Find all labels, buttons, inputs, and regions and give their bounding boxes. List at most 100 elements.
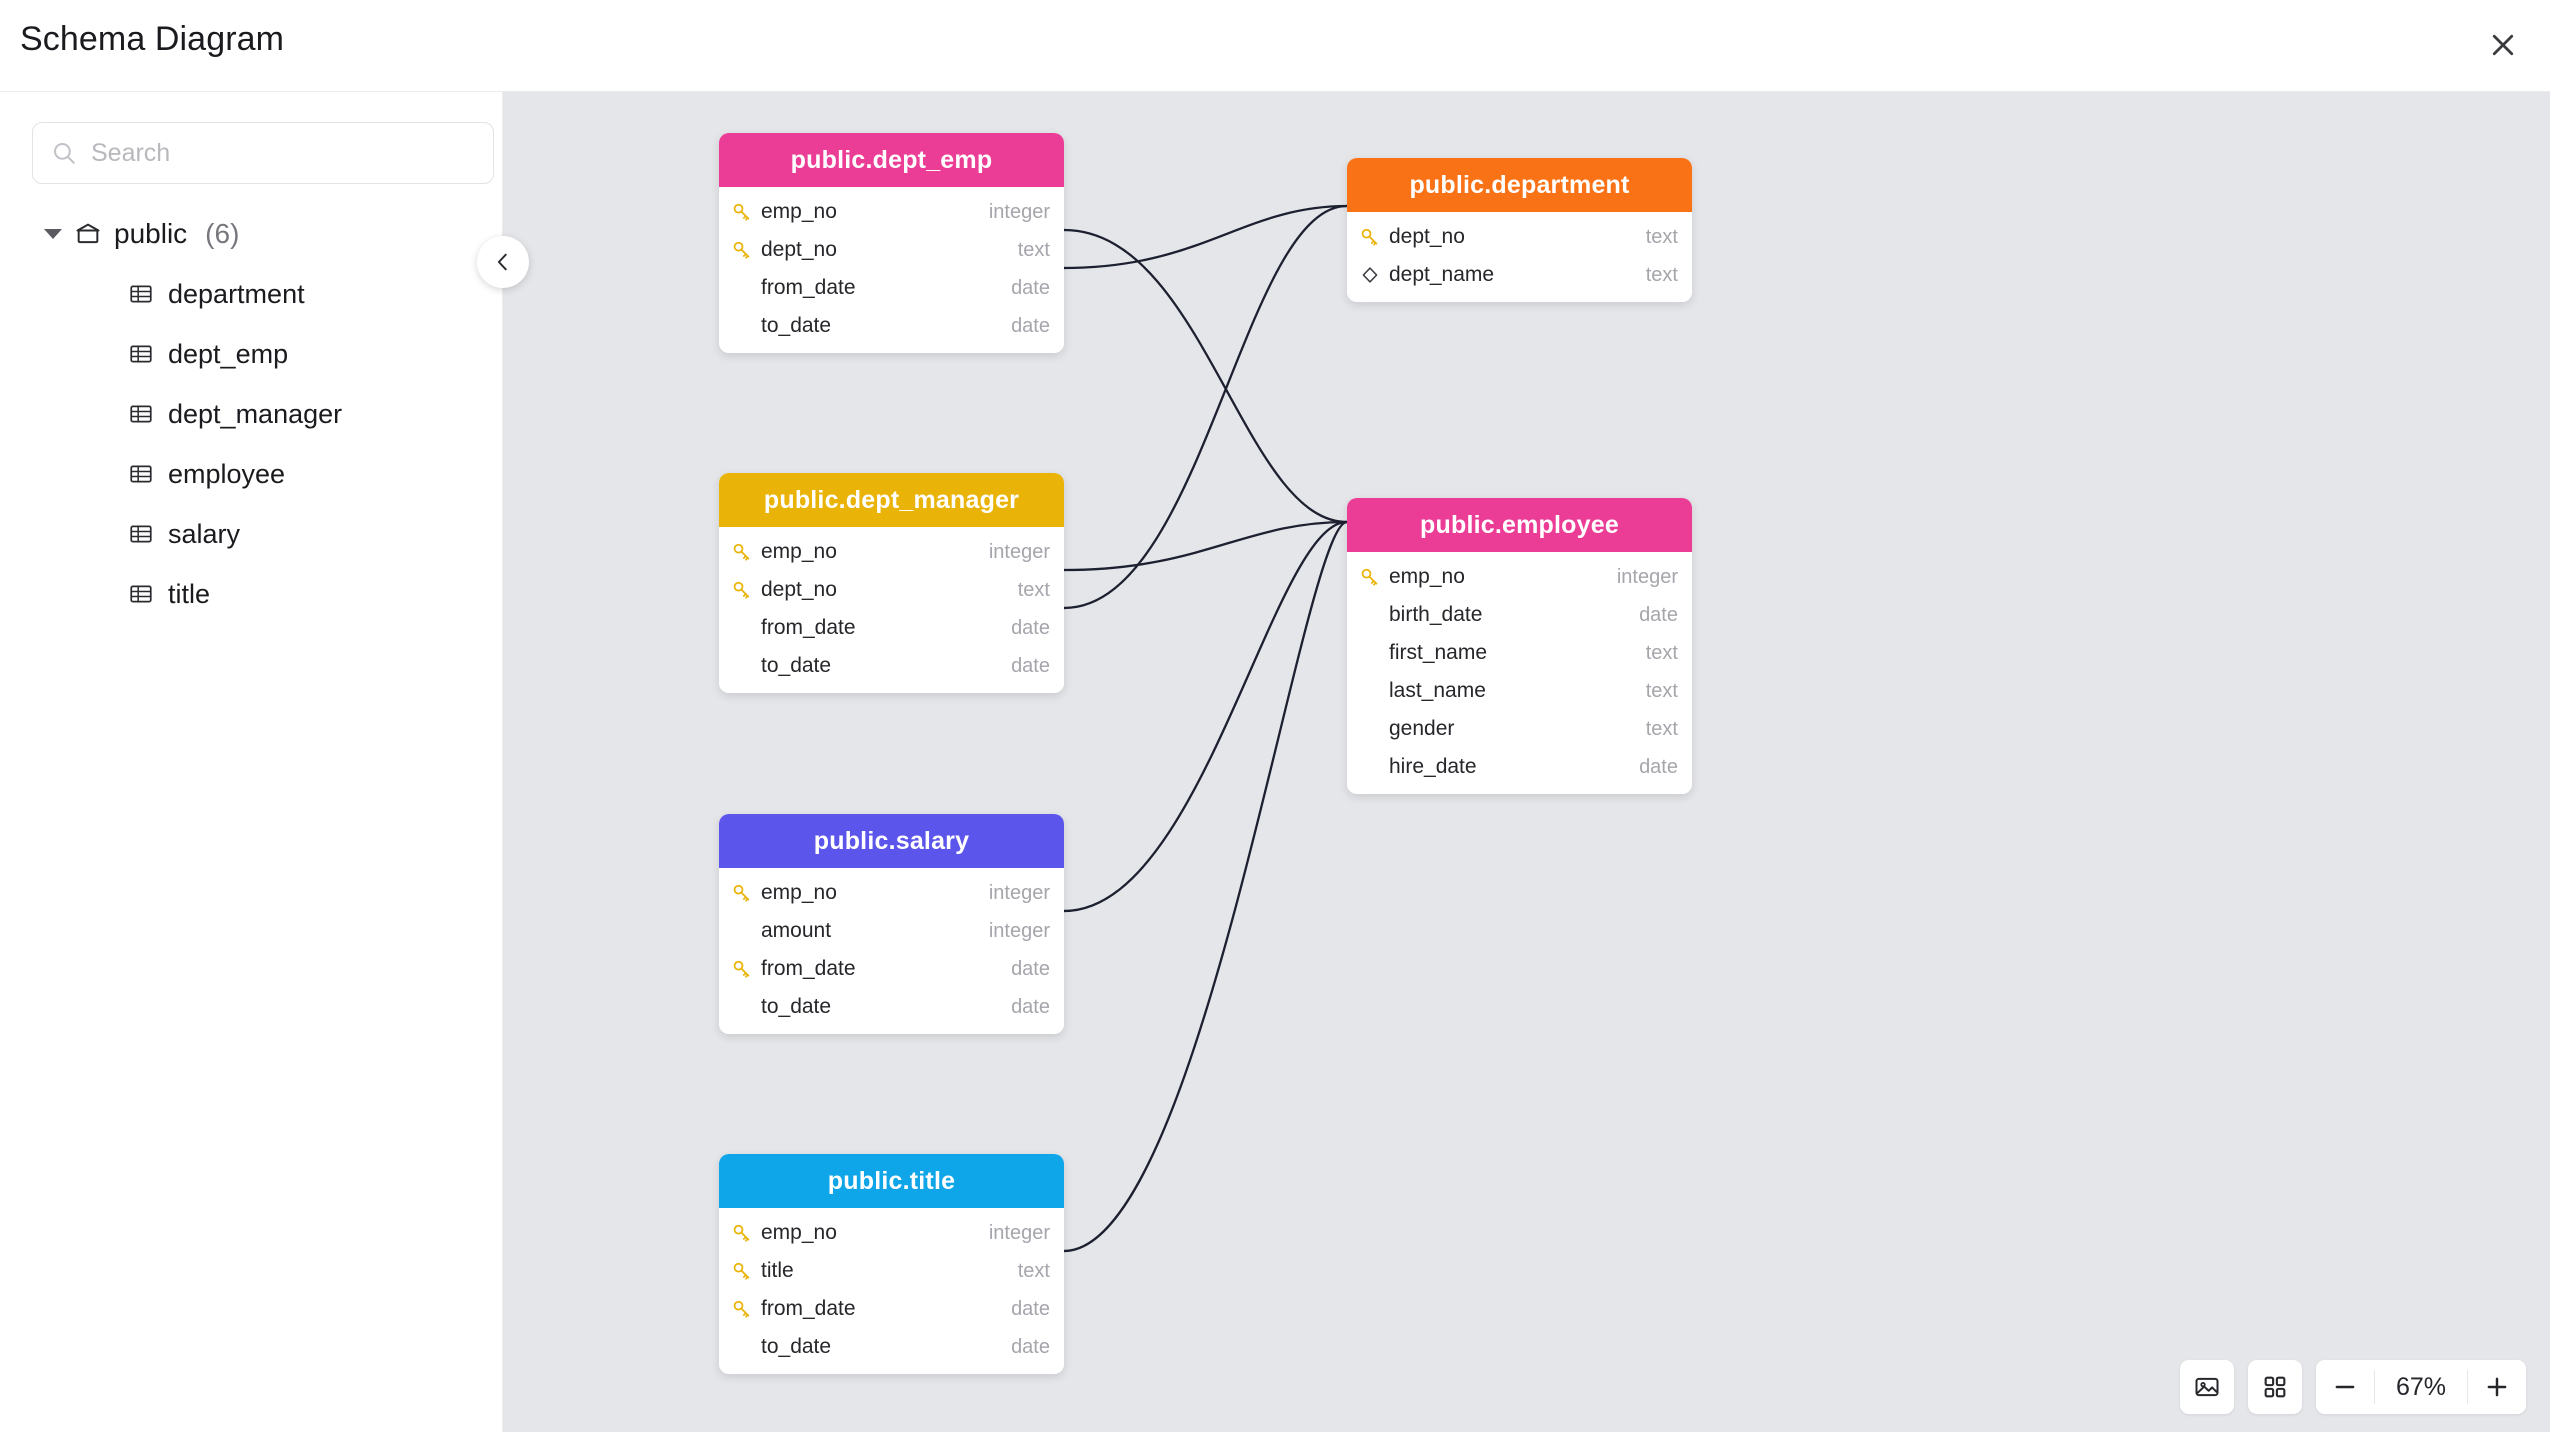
zoom-out-button[interactable] (2316, 1360, 2374, 1414)
tree-schema-public[interactable]: public (6) (0, 204, 502, 264)
edge-dept_manager-department (1063, 204, 1348, 610)
column-row[interactable]: emp_no integer (719, 193, 1064, 231)
column-type: integer (1616, 565, 1678, 588)
column-name: dept_no (1389, 225, 1465, 248)
table-node-title[interactable]: public.title emp_no integer title text (719, 1154, 1064, 1374)
column-type: text (1645, 263, 1678, 286)
column-row[interactable]: from_date date (719, 609, 1064, 647)
column-row[interactable]: dept_no text (719, 231, 1064, 269)
sidebar-item-salary[interactable]: salary (0, 504, 502, 564)
column-type: date (1011, 276, 1050, 299)
caret-down-icon[interactable] (44, 229, 62, 239)
column-row[interactable]: birth_date date (1347, 596, 1692, 634)
primary-key-icon (733, 960, 750, 978)
primary-key-icon (1361, 228, 1378, 246)
sidebar-item-label: dept_manager (168, 398, 343, 429)
export-image-button[interactable] (2180, 1360, 2234, 1414)
column-name: emp_no (1389, 565, 1465, 588)
primary-key-icon (733, 1262, 750, 1280)
column-row[interactable]: to_date date (719, 307, 1064, 345)
diagram-canvas[interactable]: public.dept_emp emp_no integer dept_no t… (503, 92, 2550, 1432)
table-node-dept_emp[interactable]: public.dept_emp emp_no integer dept_no t… (719, 133, 1064, 353)
sidebar-item-label: dept_emp (168, 338, 289, 369)
table-icon (130, 525, 152, 543)
column-row[interactable]: from_date date (719, 950, 1064, 988)
column-type: date (1011, 1297, 1050, 1320)
column-name: title (761, 1259, 794, 1282)
column-row[interactable]: from_date date (719, 1290, 1064, 1328)
column-row[interactable]: emp_no integer (719, 1214, 1064, 1252)
column-row[interactable]: last_name text (1347, 672, 1692, 710)
column-name: dept_name (1389, 263, 1495, 286)
sidebar-item-employee[interactable]: employee (0, 444, 502, 504)
column-row[interactable]: to_date date (719, 988, 1064, 1026)
column-row[interactable]: hire_date date (1347, 748, 1692, 786)
page-title: Schema Diagram (20, 20, 285, 58)
table-node-header: public.dept_manager (719, 473, 1064, 527)
sidebar-item-label: department (168, 278, 305, 309)
column-row[interactable]: dept_name text (1347, 256, 1692, 294)
search-box[interactable] (32, 122, 494, 184)
sidebar-item-dept_emp[interactable]: dept_emp (0, 324, 502, 384)
column-type: text (1645, 717, 1678, 740)
column-type: integer (988, 881, 1050, 904)
column-name: emp_no (761, 200, 837, 223)
edge-dept_manager-employee (1063, 520, 1348, 572)
table-node-title: public.department (1409, 170, 1630, 199)
primary-key-icon (733, 1300, 750, 1318)
table-node-salary[interactable]: public.salary emp_no integer amount inte… (719, 814, 1064, 1034)
table-node-header: public.employee (1347, 498, 1692, 552)
minus-icon (2335, 1385, 2355, 1389)
column-name: to_date (761, 1335, 832, 1358)
primary-key-icon (733, 241, 750, 259)
column-row[interactable]: amount integer (719, 912, 1064, 950)
column-row[interactable]: dept_no text (719, 571, 1064, 609)
table-node-title: public.title (827, 1166, 956, 1195)
column-type: integer (988, 200, 1050, 223)
table-icon (130, 285, 152, 303)
table-node-header: public.department (1347, 158, 1692, 212)
column-row[interactable]: first_name text (1347, 634, 1692, 672)
column-name: from_date (761, 957, 856, 980)
table-node-department[interactable]: public.department dept_no text dept_name… (1347, 158, 1692, 302)
sidebar-item-dept_manager[interactable]: dept_manager (0, 384, 502, 444)
column-name: to_date (761, 654, 832, 677)
zoom-level-label[interactable]: 67% (2395, 1373, 2447, 1401)
primary-key-icon (733, 1224, 750, 1242)
sidebar-item-title[interactable]: title (0, 564, 502, 624)
primary-key-icon (733, 203, 750, 221)
toolbar-divider (2467, 1370, 2468, 1404)
sidebar-item-department[interactable]: department (0, 264, 502, 324)
table-node-employee[interactable]: public.employee emp_no integer birth_dat… (1347, 498, 1692, 794)
column-type: text (1645, 679, 1678, 702)
column-row[interactable]: title text (719, 1252, 1064, 1290)
table-node-dept_manager[interactable]: public.dept_manager emp_no integer dept_… (719, 473, 1064, 693)
grid-icon (2264, 1376, 2286, 1398)
column-row[interactable]: emp_no integer (719, 533, 1064, 571)
column-row[interactable]: dept_no text (1347, 218, 1692, 256)
table-node-title: public.salary (813, 826, 970, 855)
column-row[interactable]: emp_no integer (1347, 558, 1692, 596)
column-row[interactable]: from_date date (719, 269, 1064, 307)
table-icon (130, 585, 152, 603)
close-button[interactable] (2472, 14, 2534, 76)
zoom-in-button[interactable] (2468, 1360, 2526, 1414)
column-row[interactable]: emp_no integer (719, 874, 1064, 912)
column-row[interactable]: gender text (1347, 710, 1692, 748)
column-name: emp_no (761, 881, 837, 904)
primary-key-icon (733, 884, 750, 902)
table-node-columns: dept_no text dept_name text (1347, 212, 1692, 302)
column-row[interactable]: to_date date (719, 1328, 1064, 1366)
search-input[interactable] (91, 138, 475, 168)
table-node-header: public.salary (719, 814, 1064, 868)
table-node-title: public.dept_manager (763, 485, 1020, 514)
table-node-header: public.dept_emp (719, 133, 1064, 187)
table-node-columns: emp_no integer dept_no text from_date da… (719, 187, 1064, 353)
column-type: date (1011, 314, 1050, 337)
sidebar-item-label: title (168, 578, 211, 609)
edge-title-employee (1063, 520, 1348, 1253)
sidebar-collapse-button[interactable] (477, 236, 529, 288)
diamond-icon (1362, 267, 1378, 283)
column-row[interactable]: to_date date (719, 647, 1064, 685)
auto-layout-button[interactable] (2248, 1360, 2302, 1414)
